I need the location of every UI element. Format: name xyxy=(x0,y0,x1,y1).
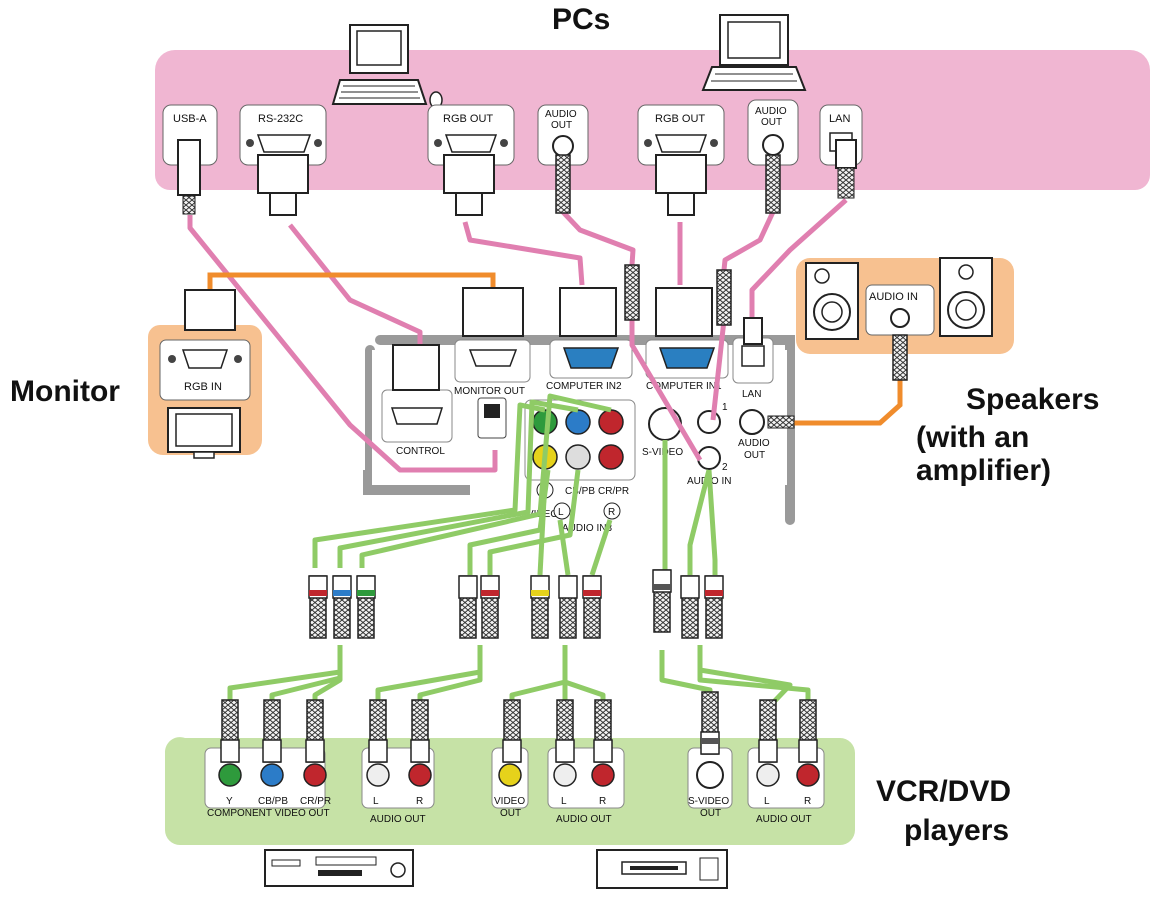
rgb-in-label: RGB IN xyxy=(184,381,222,393)
player-r3-label: R xyxy=(804,796,811,807)
rca-plug xyxy=(332,575,352,639)
computer-in1-label: COMPUTER IN1 xyxy=(646,381,722,392)
pc-cable-plugs xyxy=(177,139,857,216)
proj-l-label: L xyxy=(558,507,564,518)
rca-plug xyxy=(558,575,578,639)
rca-plug xyxy=(410,699,430,763)
projector-cable-plugs xyxy=(184,264,908,429)
control-label: CONTROL xyxy=(396,446,445,457)
control-port: CONTROL xyxy=(381,389,453,457)
rgb-out-1-label: RGB OUT xyxy=(443,113,493,125)
vcr-dvd-title: VCR/DVD xyxy=(876,775,1012,808)
rca-plug xyxy=(368,699,388,763)
rs232c-label: RS-232C xyxy=(258,113,303,125)
computer-in2-port: COMPUTER IN2 xyxy=(546,339,633,392)
speaker-audio-in-port: AUDIO IN xyxy=(865,284,935,336)
rca-plug xyxy=(356,575,376,639)
rca-plug xyxy=(308,575,328,639)
proj-audio-out-label-a: AUDIO xyxy=(738,438,770,449)
player-audio-out-2-label: AUDIO OUT xyxy=(556,814,612,825)
rca-plug xyxy=(680,575,700,639)
audio-out-1-label-b: OUT xyxy=(551,120,572,131)
computer-in1-port: COMPUTER IN1 xyxy=(645,339,729,392)
left-speaker-icon xyxy=(805,262,859,340)
player-l3-label: L xyxy=(764,796,770,807)
rca-plug xyxy=(704,575,724,639)
projector-lan-port: LAN xyxy=(732,337,774,400)
rca-plug xyxy=(555,699,575,763)
right-speaker-icon xyxy=(939,257,993,337)
speakers-title: Speakers xyxy=(966,383,1100,416)
vcr-icon xyxy=(596,849,728,889)
pc-port-audio-out-2: AUDIO OUT xyxy=(747,99,799,166)
desktop-pc-icon xyxy=(331,24,443,109)
pc-port-usb-a: USB-A xyxy=(162,104,218,166)
lan-label: LAN xyxy=(829,113,850,125)
monitor-rgb-in-port: RGB IN xyxy=(159,339,251,401)
player-port-labels: Y CB/PB CR/PR COMPONENT VIDEO OUT L R AU… xyxy=(207,796,812,825)
speakers-subtitle: (with an amplifier) xyxy=(916,421,1052,487)
rgb-out-2-label: RGB OUT xyxy=(655,113,705,125)
proj-audio-out-label-b: OUT xyxy=(744,450,765,461)
proj-r-label: R xyxy=(608,507,615,518)
rca-plug xyxy=(502,699,522,763)
rca-plug xyxy=(530,575,550,639)
rca-plug xyxy=(700,691,720,755)
players-title: players xyxy=(904,814,1010,847)
player-port-boxes xyxy=(204,747,825,809)
speaker-audio-in-label: AUDIO IN xyxy=(869,291,918,303)
player-video-label-b: OUT xyxy=(500,808,521,819)
rca-plugs-bottom xyxy=(220,691,818,763)
pcs-title: PCs xyxy=(552,3,611,36)
rca-plug xyxy=(458,575,478,639)
player-l1-label: L xyxy=(373,796,379,807)
projector-lan-label: LAN xyxy=(742,389,761,400)
projector-audio-out-port: AUDIO OUT xyxy=(738,409,770,461)
pink-cables xyxy=(187,198,848,473)
audio-out-1-label-a: AUDIO xyxy=(545,109,577,120)
rca-plug xyxy=(798,699,818,763)
rca-plug xyxy=(262,699,282,763)
player-jacks xyxy=(218,761,820,789)
rca-plug xyxy=(652,569,672,633)
monitor-out-port: MONITOR OUT xyxy=(454,339,531,397)
player-y-label: Y xyxy=(226,796,233,807)
laptop-icon xyxy=(701,14,807,91)
player-r2-label: R xyxy=(599,796,606,807)
player-audio-out-3-label: AUDIO OUT xyxy=(756,814,812,825)
player-audio-out-1-label: AUDIO OUT xyxy=(370,814,426,825)
player-cb-label: CB/PB xyxy=(258,796,288,807)
rca-plug xyxy=(593,699,613,763)
audio-out-2-label-b: OUT xyxy=(761,117,782,128)
rca-plug xyxy=(758,699,778,763)
rca-plug xyxy=(582,575,602,639)
monitor-out-label: MONITOR OUT xyxy=(454,386,525,397)
player-cr-label: CR/PR xyxy=(300,796,331,807)
pc-port-rgb-out-2: RGB OUT xyxy=(637,104,725,166)
usb-a-label: USB-A xyxy=(173,113,207,125)
player-r1-label: R xyxy=(416,796,423,807)
pc-port-rs232c: RS-232C xyxy=(239,104,327,166)
player-video-label-a: VIDEO xyxy=(494,796,525,807)
monitor-icon xyxy=(167,407,241,459)
rca-plugs-middle xyxy=(308,569,724,639)
proj-cr-label: CR/PR xyxy=(598,486,629,497)
computer-in2-label: COMPUTER IN2 xyxy=(546,381,622,392)
monitor-title: Monitor xyxy=(10,375,120,408)
player-l2-label: L xyxy=(561,796,567,807)
proj-cb-label: CB/PB xyxy=(565,486,595,497)
rca-plug xyxy=(305,699,325,763)
rca-plug xyxy=(480,575,500,639)
usb-b-port xyxy=(477,397,507,439)
rca-plug xyxy=(220,699,240,763)
player-svideo-label-a: S-VIDEO xyxy=(688,796,729,807)
dvd-player-icon xyxy=(264,849,414,887)
audio-in-2-label: 2 xyxy=(722,462,728,473)
player-svideo-label-b: OUT xyxy=(700,808,721,819)
player-component-label: COMPONENT VIDEO OUT xyxy=(207,808,330,819)
proj-audio-in3-label: AUDIO IN3 xyxy=(562,523,612,534)
audio-out-2-label-a: AUDIO xyxy=(755,106,787,117)
audio-in-1-label: 1 xyxy=(722,402,728,413)
